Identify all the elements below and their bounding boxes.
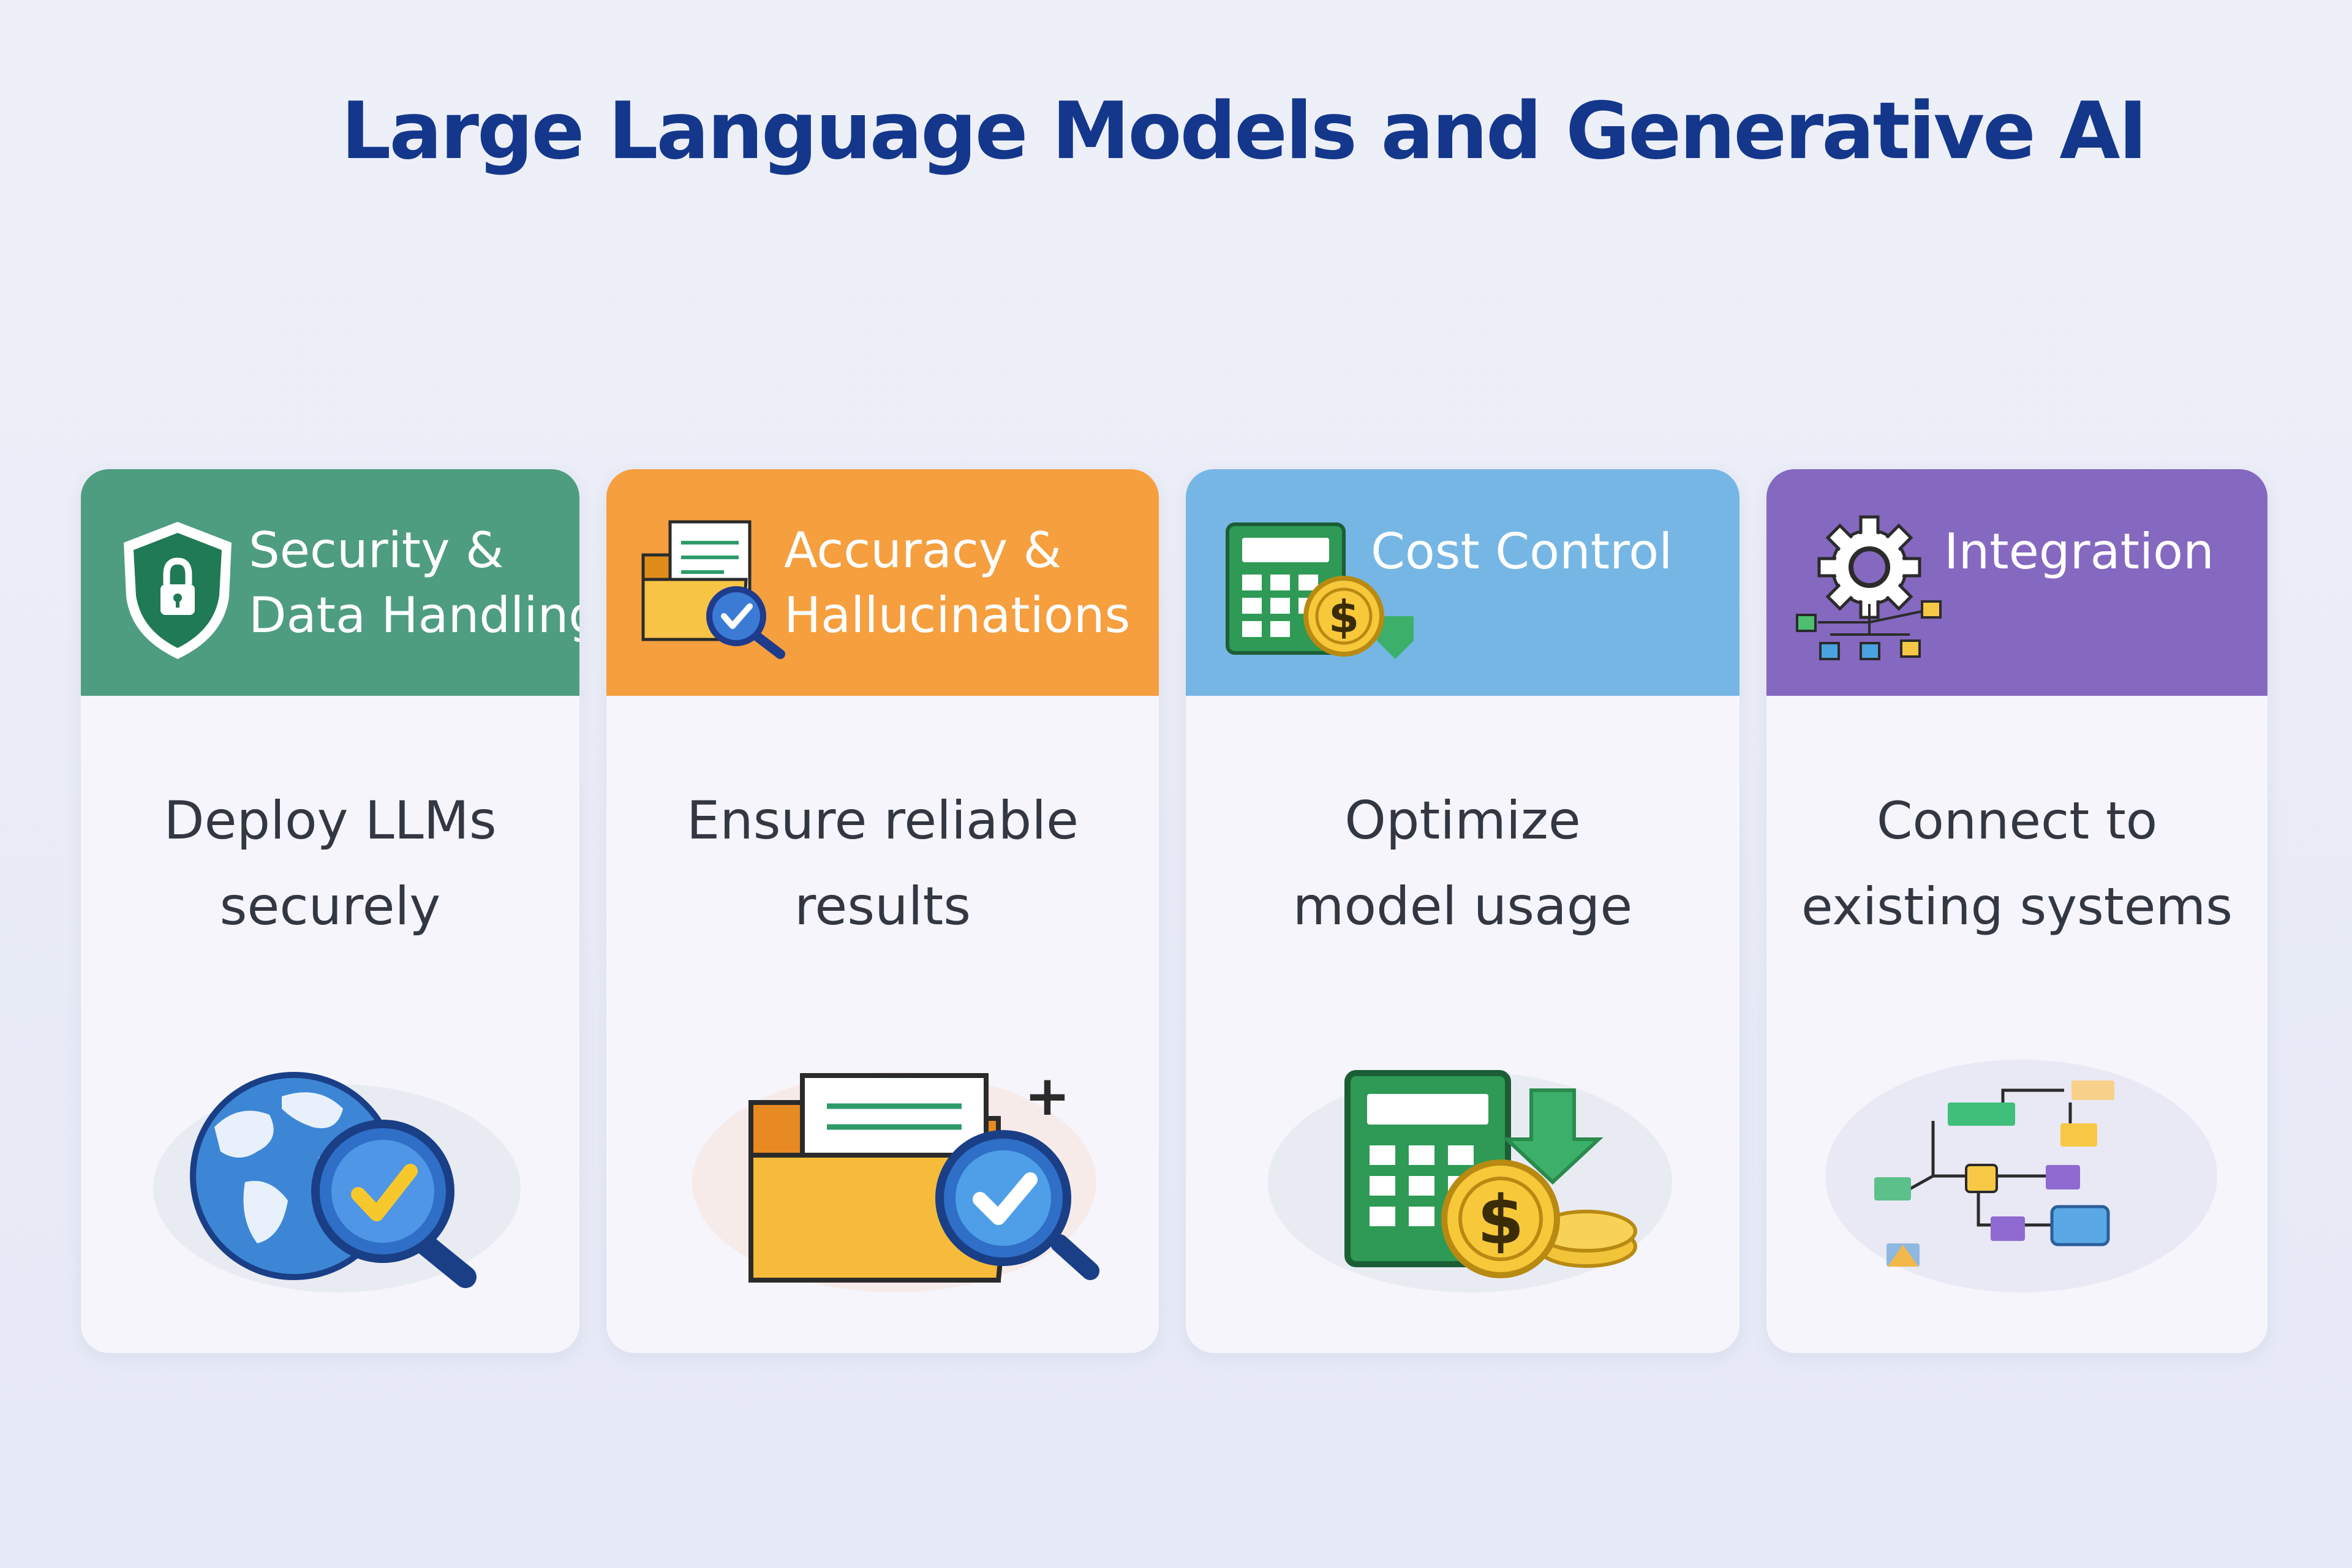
card-accuracy-description: Ensure reliable results	[686, 790, 1079, 937]
shield-lock-icon	[124, 522, 232, 659]
card-cost-header: $ Cost Control	[1186, 469, 1740, 696]
calculator-coin-icon: $	[1226, 522, 1414, 659]
svg-text:$: $	[1477, 1181, 1525, 1259]
folder-magnifier-check-icon: +	[692, 1064, 1099, 1292]
svg-text:$: $	[1329, 591, 1359, 643]
card-integration-description: Connect to existing systems	[1801, 791, 2233, 937]
folder-document-check-icon	[641, 520, 785, 659]
card-security-description: Deploy LLMs securely	[164, 790, 497, 937]
card-accuracy-header: Accuracy & Hallucinations	[606, 469, 1159, 696]
calculator-coins-down-arrow-icon: $	[1268, 1070, 1672, 1292]
card-cost-title: Cost Control	[1371, 523, 1673, 580]
gear-network-icon	[1796, 515, 1942, 660]
card-integration-header: Integration	[1766, 469, 2267, 696]
card-security-header: Security & Data Handling	[81, 469, 579, 696]
globe-magnifier-check-icon	[153, 1072, 521, 1292]
card-security-title: Security & Data Handling	[249, 522, 579, 644]
card-cost-description: Optimize model usage	[1292, 790, 1633, 937]
svg-text:+: +	[1024, 1064, 1070, 1128]
page-title: Large Language Models and Generative AI	[341, 86, 2147, 177]
flowchart-icon	[1825, 1060, 2217, 1292]
card-integration-title: Integration	[1944, 523, 2214, 580]
card-accuracy-title: Accuracy & Hallucinations	[784, 522, 1131, 644]
